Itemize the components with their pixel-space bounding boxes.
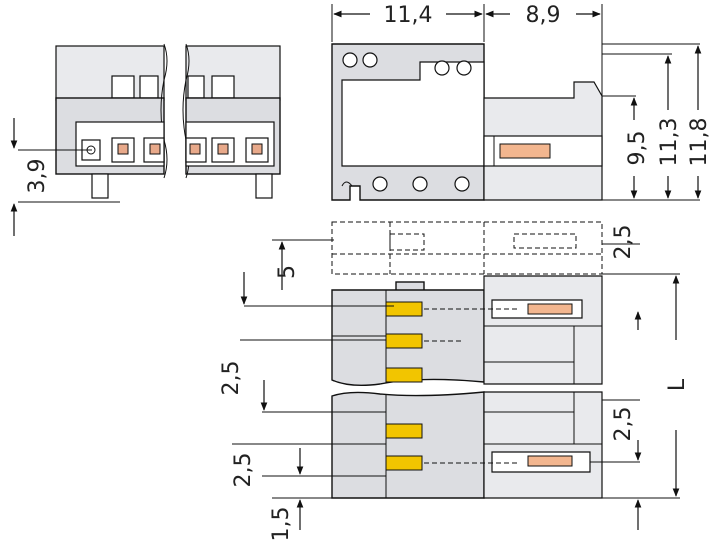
front-view: 3,9 <box>10 43 281 236</box>
dim-11-8-label: 11,8 <box>687 118 712 167</box>
mating-contact <box>513 233 577 249</box>
pin <box>385 367 423 383</box>
dim-2-5-right-mid-label: 2,5 <box>611 407 636 442</box>
front-foot-left <box>91 173 109 199</box>
dim-L-label: L <box>665 378 690 391</box>
side-housing-window <box>341 61 485 167</box>
contact-pad <box>251 143 263 155</box>
side-hole <box>434 60 450 76</box>
dim-1-5-label: 1,5 <box>269 507 294 542</box>
side-view: 11,4 8,9 9,5 11,3 11,8 <box>331 3 712 201</box>
front-latch-window-2 <box>139 75 159 99</box>
front-latch-window-3 <box>187 75 205 99</box>
dim-2-5-top-right-label: 2,5 <box>611 225 636 260</box>
dim-8-9-label: 8,9 <box>526 3 561 28</box>
side-hole <box>456 60 472 76</box>
pin <box>385 423 423 439</box>
contact-pad <box>189 143 201 155</box>
front-latch-window-1 <box>111 75 135 99</box>
front-latch-window-4 <box>211 75 235 99</box>
top-wire-block-upper <box>483 275 603 385</box>
dim-2-5-left-mid-label: 2,5 <box>219 361 244 396</box>
side-hole <box>362 52 378 68</box>
side-hole <box>342 52 358 68</box>
top-wire-contact-lower <box>527 455 573 467</box>
side-hole <box>412 176 428 192</box>
dim-5-label: 5 <box>275 265 300 279</box>
mating-pin <box>389 233 425 251</box>
front-foot-right <box>255 173 273 199</box>
side-notch <box>341 181 353 187</box>
dim-3-9-label: 3,9 <box>25 159 50 194</box>
side-hole <box>454 176 470 192</box>
front-break-left <box>160 43 168 179</box>
front-contacts <box>81 137 269 163</box>
contact-pad <box>117 143 129 155</box>
dim-2-5-left-low-label: 2,5 <box>231 453 256 488</box>
side-wire-contact <box>499 143 551 159</box>
top-view: 5 2,5 L 2,5 2,5 2,5 1,5 <box>219 221 690 542</box>
dim-11-3-label: 11,3 <box>657 118 682 167</box>
top-wire-block-lower <box>483 391 603 499</box>
pin <box>385 301 423 317</box>
dim-11-4-label: 11,4 <box>384 3 433 28</box>
top-wire-contact-upper <box>527 303 573 315</box>
contact-pad <box>217 143 229 155</box>
top-housing-lower <box>331 391 485 499</box>
contact-pad <box>149 143 161 155</box>
pin <box>385 333 423 349</box>
dim-9-5-label: 9,5 <box>625 131 650 166</box>
pin <box>385 455 423 471</box>
side-hole <box>372 176 388 192</box>
